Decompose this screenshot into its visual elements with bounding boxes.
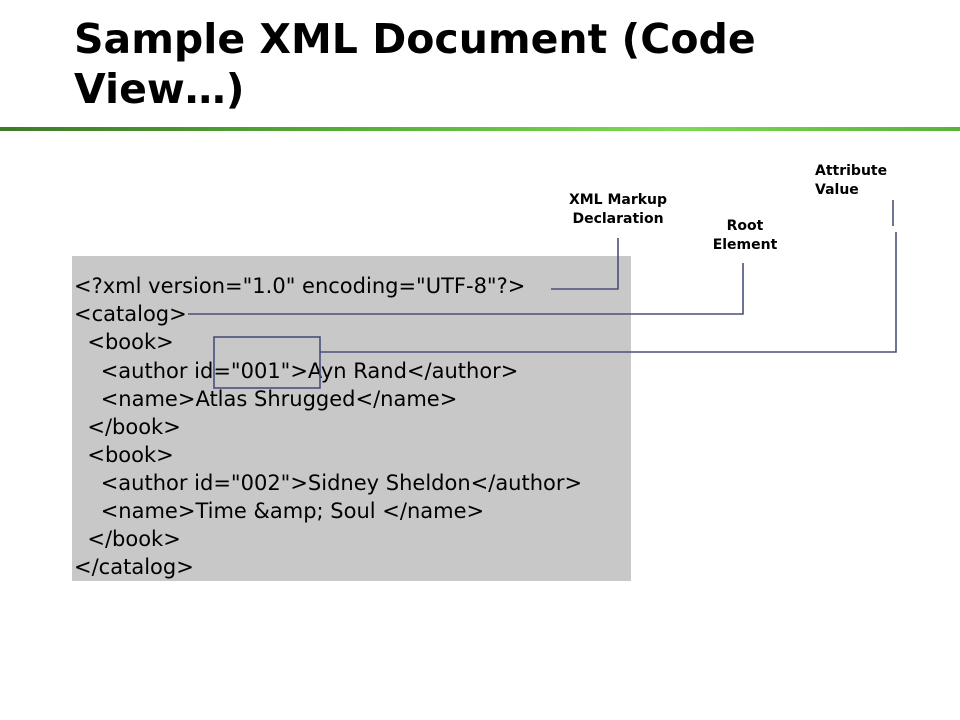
code-line-author: <author id="001">Ayn Rand</author>: [74, 359, 519, 383]
code-line-book-open: <book>: [74, 330, 174, 354]
code-line-book-close: </book>: [74, 415, 181, 439]
callout-declaration-label: XML Markup Declaration: [556, 191, 680, 229]
callout-root-line2: Element: [712, 237, 778, 253]
attribute-connector-line: [320, 232, 897, 353]
attribute-highlight-box: [213, 336, 321, 389]
code-line-catalog-open: <catalog>: [74, 302, 187, 326]
callout-declaration-line1: XML Markup: [568, 192, 668, 208]
code-line-declaration: <?xml version="1.0" encoding="UTF-8"?>: [74, 274, 526, 298]
callout-attribute-line1: Attribute: [815, 163, 888, 179]
callout-attribute-line2: Value: [815, 182, 859, 198]
title-divider: [0, 127, 960, 131]
callout-attribute-label: Attribute Value: [815, 162, 905, 200]
code-line-catalog-close: </catalog>: [74, 555, 194, 579]
callout-root-label: Root Element: [695, 217, 795, 255]
code-line-book-open: <book>: [74, 443, 174, 467]
declaration-connector-line: [551, 238, 619, 290]
code-line-book-close: </book>: [74, 527, 181, 551]
code-panel: [72, 256, 631, 581]
callout-root-line1: Root: [726, 218, 764, 234]
slide-title: Sample XML Document (Code View…): [74, 15, 756, 113]
callout-declaration-line2: Declaration: [572, 211, 664, 227]
root-connector-line: [188, 263, 744, 315]
code-line-author: <author id="002">Sidney Sheldon</author>: [74, 471, 583, 495]
code-line-name: <name>Time &amp; Soul </name>: [74, 499, 485, 523]
code-line-name: <name>Atlas Shrugged</name>: [74, 387, 458, 411]
